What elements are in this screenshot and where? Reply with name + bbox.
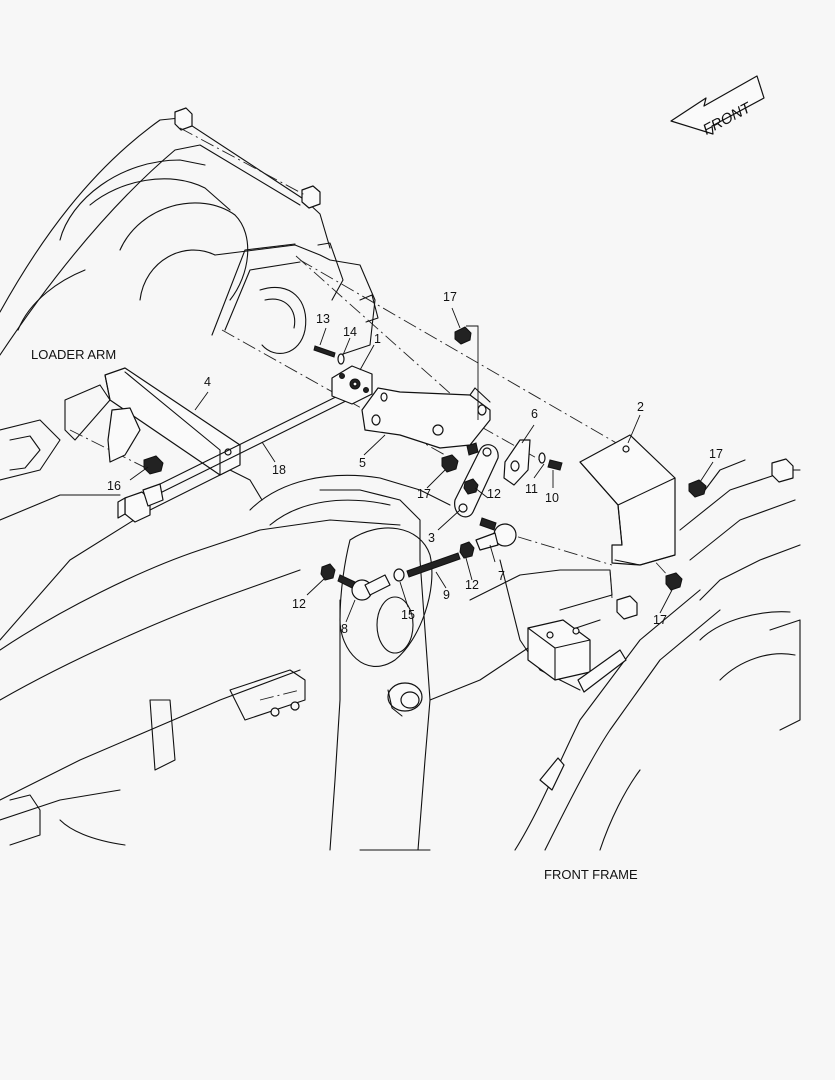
callout-12-a: 12 xyxy=(487,487,501,501)
callout-17-b: 17 xyxy=(417,487,431,501)
callout-17-d: 17 xyxy=(653,613,667,627)
part-18-harness xyxy=(117,384,363,523)
callout-18: 18 xyxy=(272,463,286,477)
callout-6: 6 xyxy=(531,407,538,421)
callout-11: 11 xyxy=(525,482,538,496)
part-4-bracket xyxy=(104,367,241,476)
callout-5: 5 xyxy=(359,456,366,470)
callout-9: 9 xyxy=(443,588,450,602)
callout-7: 7 xyxy=(498,569,505,583)
callout-17-a: 17 xyxy=(443,290,457,304)
callout-10: 10 xyxy=(545,491,559,505)
part-2-cover xyxy=(579,434,676,566)
front-frame-outline xyxy=(211,242,801,851)
part-3-link xyxy=(454,442,499,518)
callout-1: 1 xyxy=(374,332,381,346)
small-hardware xyxy=(313,345,563,601)
front-frame-label: FRONT FRAME xyxy=(544,867,638,882)
callout-2: 2 xyxy=(637,400,644,414)
callout-15: 15 xyxy=(401,608,415,622)
part-6-tab xyxy=(503,439,531,486)
loader-arm-label: LOADER ARM xyxy=(31,347,116,362)
callout-4: 4 xyxy=(204,375,211,389)
callout-12-c: 12 xyxy=(292,597,306,611)
callout-3: 3 xyxy=(428,531,435,545)
callout-numbers: 1 2 3 4 5 6 7 8 9 10 11 12 12 12 13 14 1… xyxy=(107,290,723,636)
callout-17-c: 17 xyxy=(709,447,723,461)
callout-16: 16 xyxy=(107,479,121,493)
loader-arm-outline xyxy=(0,107,401,846)
callout-13: 13 xyxy=(316,312,330,326)
leader-lines xyxy=(129,307,714,623)
callout-12-b: 12 xyxy=(465,578,479,592)
callout-8: 8 xyxy=(341,622,348,636)
front-direction-arrow: FRONT xyxy=(670,75,765,139)
bolts-17 xyxy=(143,326,707,591)
part-5-plate xyxy=(361,387,491,449)
part-1-sensor xyxy=(331,365,373,405)
callout-14: 14 xyxy=(343,325,357,339)
